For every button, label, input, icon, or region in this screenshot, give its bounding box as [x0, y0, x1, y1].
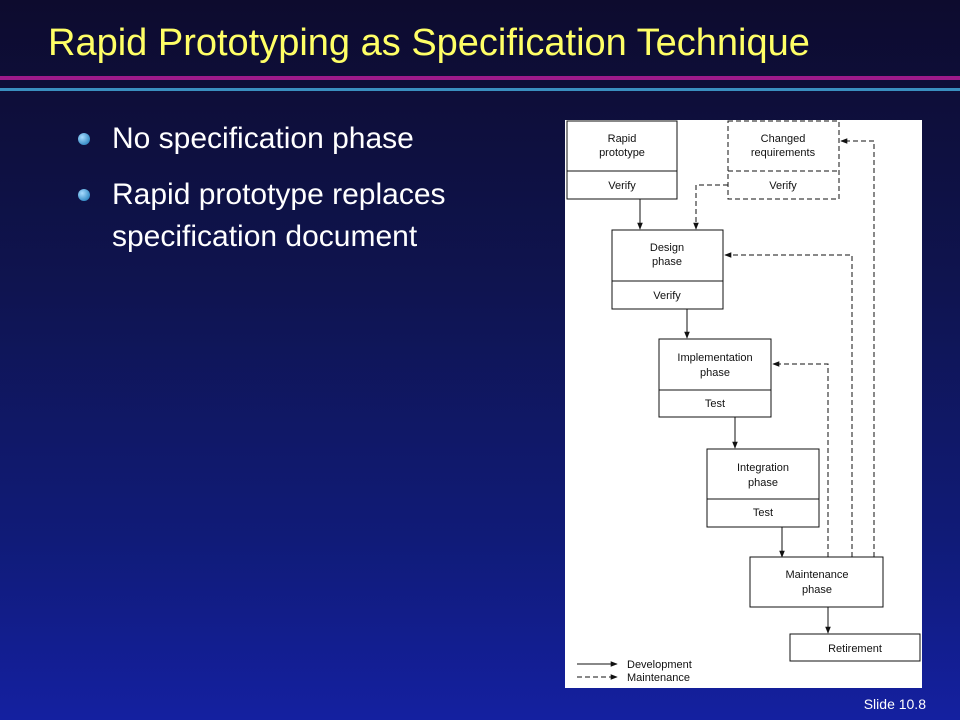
- diagram-legend: Development Maintenance: [577, 659, 692, 684]
- box-action: Verify: [769, 180, 797, 192]
- box-integration-phase: Integration phase Test: [706, 448, 820, 528]
- box-design-phase: Design phase Verify: [611, 229, 724, 310]
- diagram-canvas: Rapid prototype Verify Changed requireme…: [566, 120, 921, 684]
- box-label: phase: [748, 477, 778, 489]
- maint-arrow: [840, 138, 875, 557]
- box-label: Rapid: [608, 133, 637, 145]
- slide-title: Rapid Prototyping as Specification Techn…: [48, 22, 810, 64]
- box-label: Maintenance: [786, 569, 849, 581]
- box-label: Design: [650, 242, 684, 254]
- title-rule-magenta: [0, 76, 960, 80]
- box-action: Verify: [653, 290, 681, 302]
- slide-number: Slide 10.8: [863, 696, 926, 712]
- box-action: Test: [753, 507, 773, 519]
- box-label: Integration: [737, 462, 789, 474]
- box-label: Implementation: [677, 352, 752, 364]
- box-implementation-phase: Implementation phase Test: [658, 338, 772, 418]
- box-label: prototype: [599, 147, 645, 159]
- bullet-item: No specification phase: [78, 118, 518, 160]
- legend-label: Maintenance: [627, 672, 690, 684]
- box-label: phase: [802, 584, 832, 596]
- box-action: Test: [705, 398, 725, 410]
- legend-label: Development: [627, 659, 692, 671]
- bullet-text: Rapid prototype replaces specification d…: [112, 178, 446, 253]
- bullet-list: No specification phase Rapid prototype r…: [78, 118, 518, 272]
- box-label: phase: [700, 367, 730, 379]
- box-label: Changed: [761, 133, 806, 145]
- maint-arrow: [724, 252, 853, 557]
- box-rapid-prototype: Rapid prototype Verify: [566, 120, 678, 200]
- box-label: Retirement: [828, 643, 882, 655]
- box-label: phase: [652, 256, 682, 268]
- bullet-dot-icon: [78, 133, 90, 145]
- bullet-text: No specification phase: [112, 122, 414, 155]
- box-label: requirements: [751, 147, 816, 159]
- maint-arrow: [693, 184, 728, 230]
- bullet-item: Rapid prototype replaces specification d…: [78, 174, 518, 258]
- title-rule-blue: [0, 88, 960, 91]
- box-retirement: Retirement: [789, 633, 921, 662]
- bullet-dot-icon: [78, 189, 90, 201]
- box-action: Verify: [608, 180, 636, 192]
- box-changed-requirements: Changed requirements Verify: [727, 120, 840, 200]
- maint-arrow: [772, 361, 829, 557]
- box-maintenance-phase: Maintenance phase: [749, 556, 884, 608]
- life-cycle-diagram: Rapid prototype Verify Changed requireme…: [565, 120, 922, 688]
